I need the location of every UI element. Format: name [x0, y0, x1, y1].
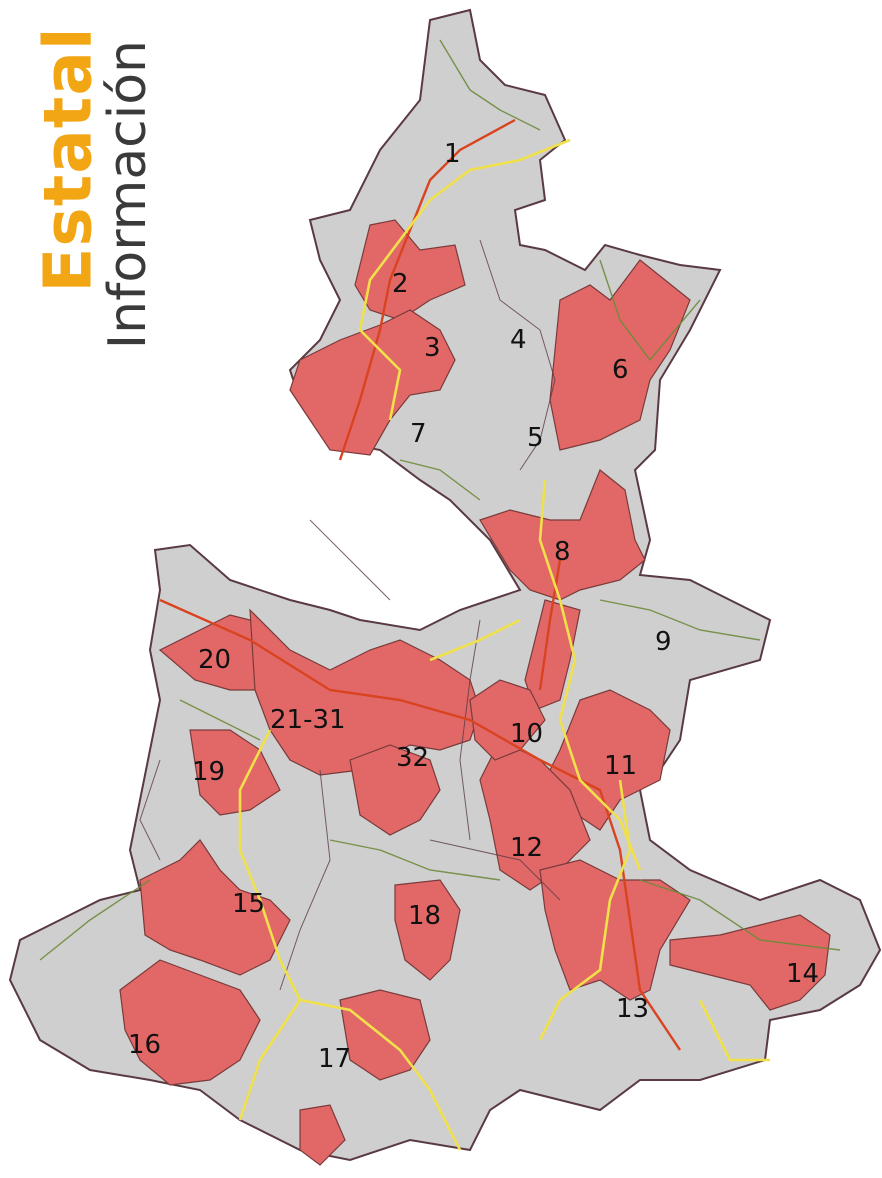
area-17-south — [299, 1104, 346, 1166]
region-label-15: 15 — [232, 889, 265, 919]
area-15 — [139, 839, 291, 976]
region-label-4: 4 — [510, 325, 527, 355]
region-label-5: 5 — [527, 423, 544, 453]
local-road — [639, 879, 841, 951]
secondary-road — [429, 618, 521, 662]
region-label-1: 1 — [444, 139, 461, 169]
local-road — [179, 699, 261, 741]
area-17 — [339, 989, 431, 1081]
local-road — [599, 259, 701, 362]
area-19 — [189, 729, 281, 816]
secondary-road — [238, 999, 302, 1121]
region-label-16: 16 — [128, 1030, 161, 1060]
area-13 — [539, 859, 691, 1001]
local-road — [39, 879, 151, 961]
area-21-31 — [249, 608, 481, 776]
region-label-3: 3 — [424, 333, 441, 363]
region-label-19: 19 — [192, 757, 225, 787]
region-label-10: 10 — [510, 719, 543, 749]
border-line — [459, 619, 481, 841]
region-label-13: 13 — [616, 994, 649, 1024]
area-18 — [394, 879, 461, 981]
region-label-21-31: 21-31 — [270, 705, 346, 735]
border-line — [309, 519, 391, 601]
area-3 — [289, 309, 456, 456]
border-line — [139, 759, 161, 861]
border-line — [479, 239, 556, 471]
primary-road — [538, 559, 562, 691]
border-line — [429, 839, 561, 901]
region-labels: 1 2 3 4 5 6 7 8 9 10 11 12 13 14 15 16 1… — [128, 139, 819, 1074]
secondary-road — [358, 138, 571, 421]
secondary-road — [538, 779, 632, 1041]
region-label-12: 12 — [510, 833, 543, 863]
local-road — [329, 839, 501, 881]
roads-secondary — [238, 138, 770, 1151]
region-label-14: 14 — [786, 959, 819, 989]
region-label-2: 2 — [392, 269, 409, 299]
roads-primary — [159, 118, 681, 1051]
region-label-8: 8 — [554, 537, 571, 567]
region-label-20: 20 — [198, 645, 231, 675]
area-32 — [349, 744, 441, 836]
region-label-6: 6 — [612, 355, 629, 385]
region-label-32: 32 — [396, 743, 429, 773]
local-road — [599, 599, 761, 641]
highlighted-regions — [119, 219, 831, 1166]
primary-road — [159, 598, 681, 1051]
secondary-road — [238, 729, 462, 1151]
primary-road — [338, 118, 516, 461]
region-label-7: 7 — [410, 419, 427, 449]
region-label-18: 18 — [408, 901, 441, 931]
area-14 — [669, 914, 831, 1011]
region-label-9: 9 — [655, 627, 672, 657]
region-label-11: 11 — [604, 751, 637, 781]
secondary-road — [538, 479, 642, 871]
internal-borders — [139, 239, 561, 991]
local-road — [439, 39, 541, 131]
area-8 — [479, 469, 646, 601]
area-6 — [549, 259, 691, 451]
area-16 — [119, 959, 261, 1086]
region-label-17: 17 — [318, 1044, 351, 1074]
roads-local — [39, 39, 841, 961]
area-10 — [469, 679, 546, 761]
secondary-road — [698, 999, 770, 1062]
local-road — [399, 459, 481, 501]
border-line — [279, 769, 331, 991]
